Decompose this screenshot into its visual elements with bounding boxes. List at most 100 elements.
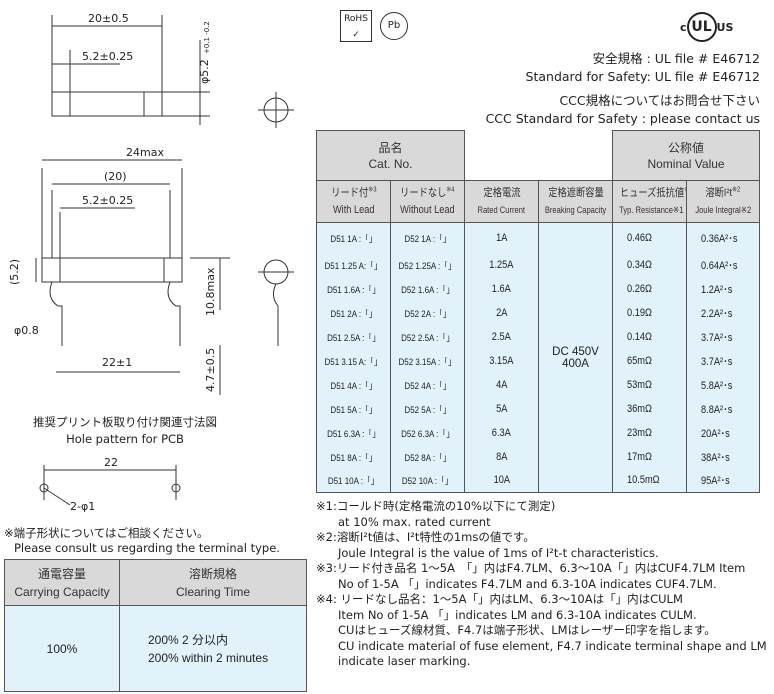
table-cell: D52 4A :「」	[389, 372, 466, 397]
table-cell: 0.46Ω	[612, 222, 688, 253]
table-cell: 1.2A²･s	[686, 276, 761, 301]
column-header: ヒューズ抵抗値※1Typ. Resistance※1	[612, 180, 688, 223]
footnote-line: Item No of 1-5A 「」indicates LM and 6.3-1…	[338, 607, 697, 622]
table-cell: D52 8A :「」	[389, 444, 466, 469]
table-cell: D51 1.25 A:「」	[316, 252, 391, 277]
nominal-en: Nominal Value	[647, 156, 725, 171]
clear-value-en: 200% within 2 minutes	[148, 650, 269, 665]
footnote-line: ※3:リード付き品名 1〜5A 「」内はF4.7LM、6.3〜10A「」内はCU…	[316, 561, 746, 575]
table-cell: D52 2A :「」	[389, 300, 466, 325]
table-cell: 8.8A²･s	[686, 396, 761, 421]
table-cell: 53mΩ	[612, 372, 688, 397]
dim-height: 10.8max	[204, 267, 217, 316]
table-cell: 2.5A	[464, 324, 540, 349]
table-cell: 5.8A²･s	[686, 372, 761, 397]
table-cell: 20A²･s	[686, 420, 761, 445]
dim-pitch: 22±1	[102, 356, 132, 369]
table-cell: 3.7A²･s	[686, 348, 761, 373]
table-cell: 0.34Ω	[612, 252, 688, 277]
dim-diameter: φ5.2	[198, 59, 211, 84]
table-cell: D51 1A :「」	[316, 222, 391, 253]
table-cell: D52 1.25A :「」	[389, 252, 466, 277]
footnote-line: ※4: リードなし品名：1〜5A「」内はLM、6.3〜10Aは「」内はCULM	[316, 592, 683, 606]
table-cell: 8A	[464, 444, 540, 469]
table-cell: D51 3.15 A:「」	[316, 348, 391, 373]
table-cell: 36mΩ	[612, 396, 688, 421]
footnote-line: ※1:コールド時(定格電流の10%以下にて測定)	[316, 499, 556, 513]
footnote-line: at 10% max. rated current	[338, 514, 491, 529]
table-cell: 65mΩ	[612, 348, 688, 373]
footnote-line: No of 1-5A 「」indicates F4.7LM and 6.3-10…	[338, 576, 717, 591]
rohs-logo: RoHS✓	[340, 10, 372, 42]
dim-lead: φ0.8	[14, 324, 39, 337]
ccc-ja: CCC規格についてはお問合せ下さい	[559, 93, 760, 108]
pb-free-logo: Pb	[380, 12, 408, 40]
footnotes: ※1:コールド時(定格電流の10%以下にて測定)at 10% max. rate…	[316, 499, 767, 670]
footnote-line: indicate laser marking.	[338, 654, 471, 668]
table-cell: 0.64A²･s	[686, 252, 761, 277]
table-cell: D52 2.5A :「」	[389, 324, 466, 349]
footnote-line: CUはヒューズ線材質、F4.7は端子形状、LMはレーザー印字を指します。	[338, 623, 716, 637]
catno-en: Cat. No.	[368, 156, 413, 171]
nominal-ja: 公称値	[668, 140, 705, 155]
terminal-note-ja: ※端子形状についてはご相談ください。	[4, 526, 209, 540]
table-cell: 10A	[464, 468, 540, 493]
table-cell: 3.7A²･s	[686, 324, 761, 349]
table-cell: D52 6.3A :「」	[389, 420, 466, 445]
table-cell: 0.26Ω	[612, 276, 688, 301]
terminal-note-en: Please consult us regarding the terminal…	[14, 541, 280, 555]
dim-length: 20±0.5	[88, 12, 129, 25]
table-cell: 10.5mΩ	[612, 468, 688, 493]
table-cell: D52 5A :「」	[389, 396, 466, 421]
catno-ja: 品名	[378, 140, 403, 155]
table-cell: 3.15A	[464, 348, 540, 373]
pcb-title-ja: 推奨プリント板取り付け関連寸法図	[33, 415, 217, 429]
table-cell: 2A	[464, 300, 540, 325]
table-cell: D51 2.5A :「」	[316, 324, 391, 349]
table-cell: 38A²･s	[686, 444, 761, 469]
table-cell: D51 10A :「」	[316, 468, 391, 493]
dim-holes: 2-φ1	[70, 500, 95, 513]
dim-diameter-tolerance: +0.1 -0.2	[203, 21, 211, 54]
table-cell: 23mΩ	[612, 420, 688, 445]
dim-body: (20)	[104, 170, 127, 183]
table-cell: D51 1.6A :「」	[316, 276, 391, 301]
table-cell: D51 4A :「」	[316, 372, 391, 397]
dim-cap: 5.2±0.25	[82, 50, 133, 63]
clear-header-ja: 溶断規格	[188, 566, 237, 581]
table-cell: 0.36A²･s	[686, 222, 761, 253]
cap-header-ja: 通電容量	[37, 566, 86, 581]
cap-header-en: Carrying Capacity	[14, 584, 110, 599]
table-cell: D51 2A :「」	[316, 300, 391, 325]
footnote-line: CU indicate material of fuse element, F4…	[338, 638, 767, 653]
table-cell: 2.2A²･s	[686, 300, 761, 325]
footnote-line: ※2:溶断I²t値は、I²t特性の1msの値です。	[316, 530, 535, 544]
cap-value: 100%	[4, 605, 120, 692]
table-cell: D52 10A :「」	[389, 468, 466, 493]
safety-en: Standard for Safety: UL file # E46712	[525, 69, 760, 84]
clear-value-ja: 200% 2 分以内	[148, 632, 229, 647]
safety-ja: 安全規格 : UL file # E46712	[592, 51, 760, 66]
table-cell: 1.25A	[464, 252, 540, 277]
table-cell: 95A²･s	[686, 468, 761, 493]
table-cell: 0.14Ω	[612, 324, 688, 349]
table-cell: 1.6A	[464, 276, 540, 301]
table-cell: D51 6.3A :「」	[316, 420, 391, 445]
footnote-line: Joule Integral is the value of 1ms of I²…	[338, 545, 659, 560]
table-cell: 6.3A	[464, 420, 540, 445]
table-cell: D52 1A :「」	[389, 222, 466, 253]
